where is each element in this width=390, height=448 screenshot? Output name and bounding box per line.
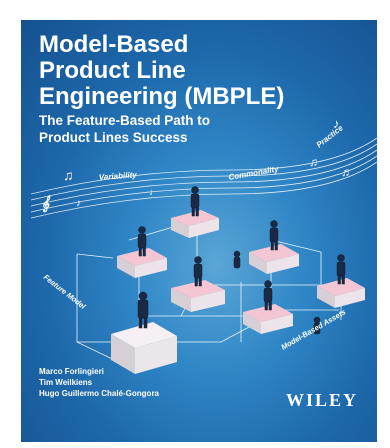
pedestal (317, 278, 365, 308)
author-name: Hugo Guillermo Chalé-Gongora (39, 389, 160, 398)
musician-figure (269, 220, 279, 251)
subtitle-line: The Feature-Based Path to (39, 113, 211, 128)
pedestal (117, 248, 167, 278)
musician-figures (137, 186, 346, 335)
music-note-icon: ♫ (63, 167, 74, 183)
music-staff (30, 137, 377, 219)
label-feature-model: Feature Model (42, 272, 88, 311)
musician-figure (313, 316, 321, 335)
author-name: Tim Weilkiens (39, 378, 93, 387)
music-note-icon: ♩ (149, 187, 159, 198)
pedestal (171, 210, 219, 238)
music-note-icon: ♫ (309, 155, 318, 169)
musician-figure (193, 256, 203, 287)
staff-label-variability: Variability (99, 170, 138, 182)
subtitle-line: Product Lines Success (39, 130, 188, 145)
music-note-icon: ♬ (341, 165, 353, 179)
title-line: Model-Based (39, 31, 189, 58)
musician-figure (190, 186, 200, 217)
musician-figure (233, 250, 241, 269)
author-name: Marco Forlingieri (39, 367, 104, 376)
musician-figure (263, 280, 273, 311)
title-line: Engineering (MBPLE) (39, 83, 285, 110)
music-note-icon: ♪ (333, 116, 340, 131)
treble-clef-icon: 𝄞 (41, 195, 51, 213)
pedestal (243, 304, 293, 334)
musician-figure (137, 291, 149, 329)
musician-figure (336, 254, 346, 285)
musician-figure (137, 226, 147, 257)
pedestal (249, 244, 299, 274)
publisher-logo: WILEY (286, 390, 359, 410)
staff-label-commonality: Commonality (228, 164, 280, 182)
music-notes: ♫ 𝄞 ♪ ♩ ♫ ♬ ♪ (41, 116, 353, 213)
pedestal (171, 280, 225, 312)
music-note-icon: ♪ (76, 198, 81, 209)
book-subtitle: The Feature-Based Path to Product Lines … (39, 112, 339, 146)
title-line: Product Line (39, 57, 186, 84)
pedestals (111, 210, 365, 374)
author-list: Marco Forlingieri Tim Weilkiens Hugo Gui… (39, 366, 259, 399)
pedestal-large (111, 322, 177, 374)
book-cover: ♫ 𝄞 ♪ ♩ ♫ ♬ ♪ Variability Commonality Pr… (21, 20, 377, 442)
cover-illustration: ♫ 𝄞 ♪ ♩ ♫ ♬ ♪ Variability Commonality Pr… (30, 116, 377, 374)
book-title: Model-Based Product Line Engineering (MB… (39, 32, 359, 110)
